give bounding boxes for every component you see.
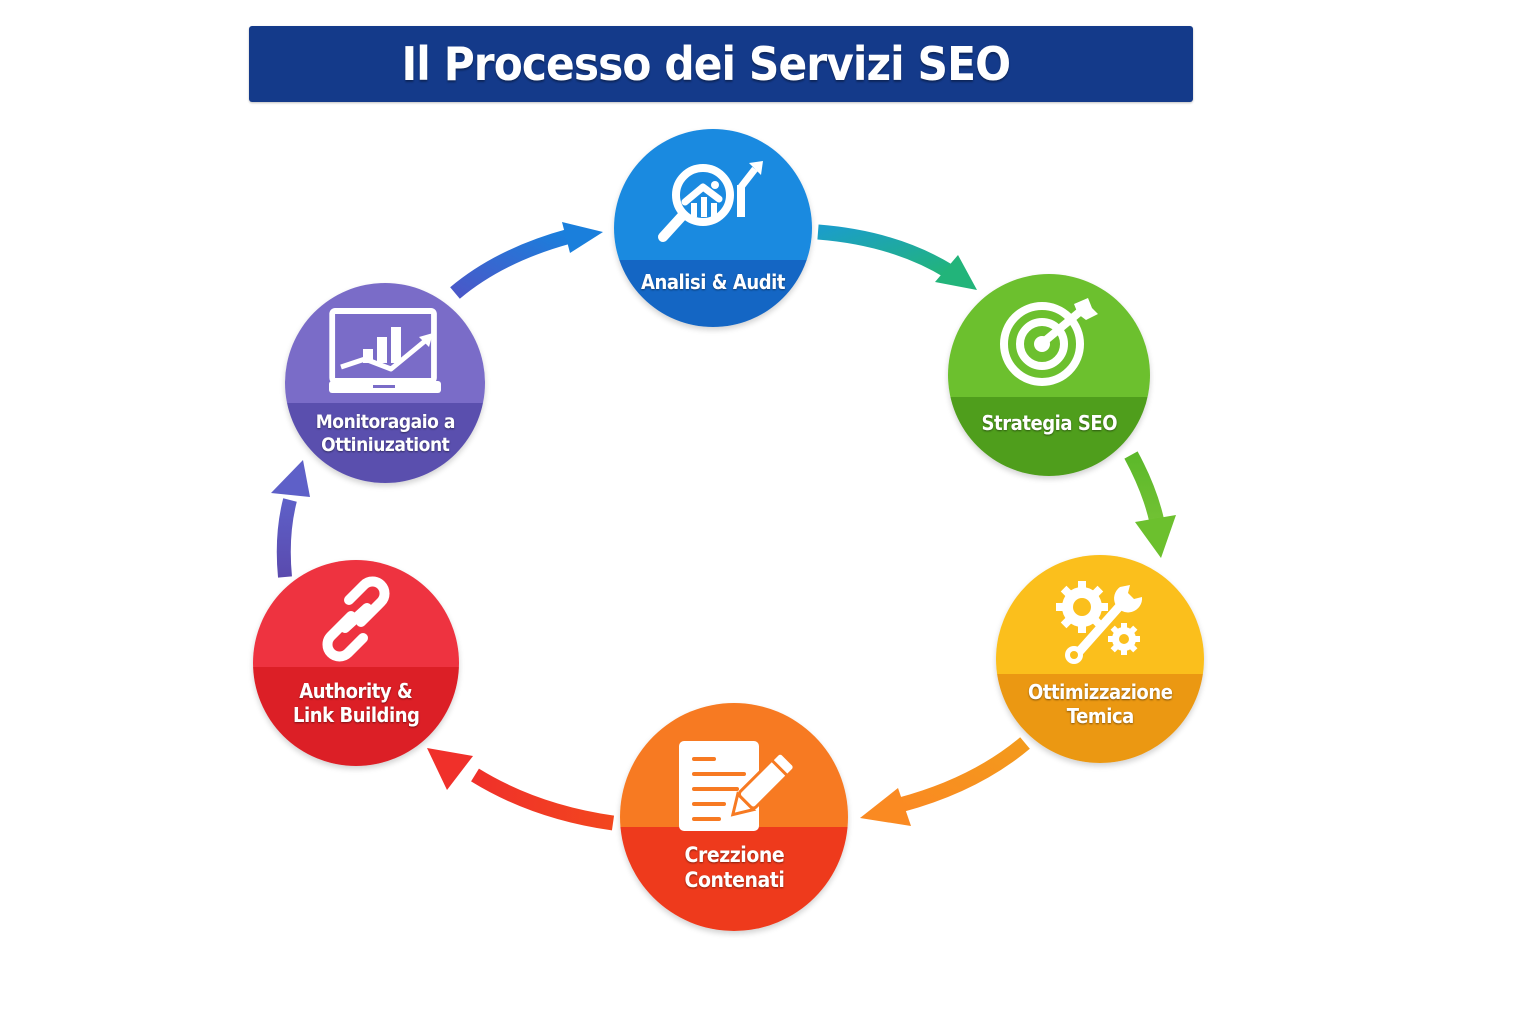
step-label-line2: Ottiniuzationt: [320, 433, 450, 456]
step-label: Analisi & Audit: [641, 270, 785, 294]
step-label-line1: Authority &: [299, 679, 413, 703]
step-label-line2: Temica: [1066, 704, 1134, 728]
step-label-line1: Crezzione: [684, 843, 784, 867]
magnifier-chart-icon: [658, 161, 763, 242]
step-label-line1: Ottimizzazione: [1027, 680, 1173, 704]
step-authority-link-building: Authority & Link Building: [253, 560, 459, 766]
diagram-title: Il Processo dei Servizi SEO: [401, 37, 1012, 91]
target-arrow-icon: [1000, 298, 1098, 386]
document-pencil-icon: [679, 741, 796, 831]
step-label-line2: Link Building: [292, 703, 420, 727]
step-analisi-audit: Analisi & Audit: [614, 129, 812, 327]
step-monitoraggio-ottimizzazione: Monitoragaio a Ottiniuzationt: [285, 283, 485, 483]
step-label-line2: Contenati: [684, 868, 784, 893]
gear-wrench-icon: [1056, 581, 1143, 664]
step-label-line1: Monitoragaio a: [315, 411, 455, 433]
step-creazione-contenuti: Crezzione Contenati: [620, 703, 848, 931]
step-label: Strategia SEO: [981, 411, 1117, 435]
step-strategia-seo: Strategia SEO: [948, 274, 1150, 476]
title-banner: Il Processo dei Servizi SEO: [249, 26, 1193, 102]
chain-link-icon: [322, 576, 390, 662]
step-ottimizzazione-temica: Ottimizzazione Temica: [996, 555, 1204, 763]
monitor-chart-icon: [329, 308, 441, 393]
